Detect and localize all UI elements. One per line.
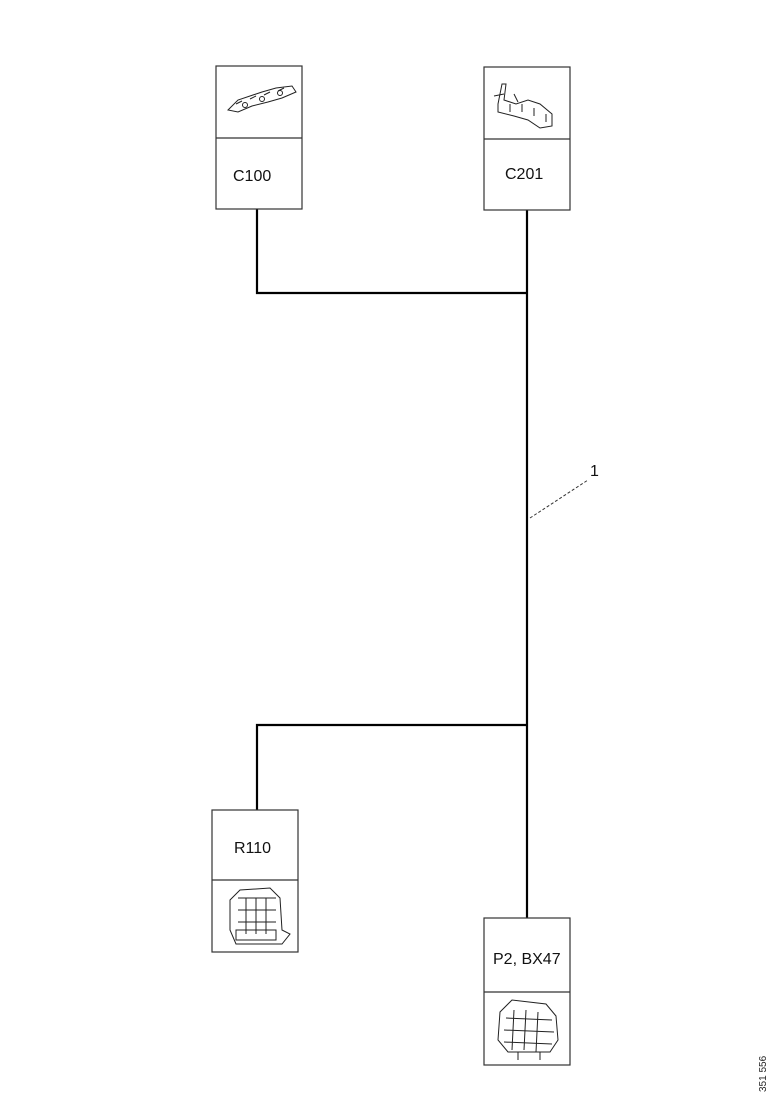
connector-p2-bx47[interactable]: P2, BX47 [483,917,571,1066]
c100-branch-wire [255,209,527,295]
r110-branch-wire [255,723,527,810]
connector-label: R110 [234,840,271,857]
callout-label: 1 [590,463,599,480]
connector-sketch-icon [226,85,297,113]
figure-number: 351 556 [758,1055,769,1092]
connector-label: C201 [505,166,543,183]
connector-c100[interactable]: C100 [215,65,303,210]
connector-sketch-icon [493,83,553,129]
harness-wires [255,209,529,918]
connector-label: P2, BX47 [493,951,561,968]
connector-sketch-icon [229,887,291,945]
connector-label: C100 [233,168,271,185]
connector-r110[interactable]: R110 [211,809,299,953]
connector-c201[interactable]: C201 [483,66,571,211]
connector-sketch-icon [497,999,559,1060]
callout-1: 1 [529,463,599,519]
